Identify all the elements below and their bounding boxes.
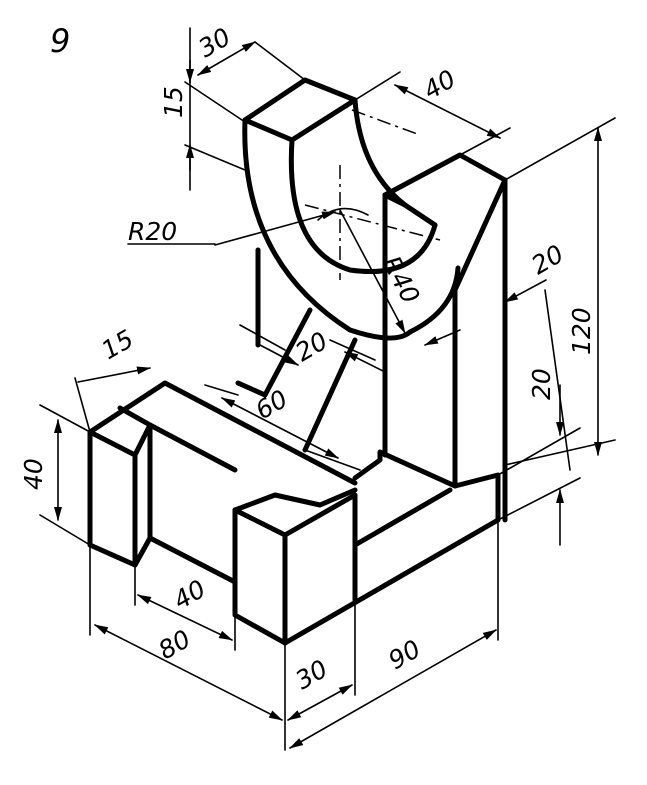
part-outline xyxy=(87,77,508,646)
dim-80: 80 xyxy=(154,624,196,665)
dim-30-bottom: 30 xyxy=(291,654,333,695)
figure-number: 9 xyxy=(50,22,70,60)
dim-40-bottom: 40 xyxy=(169,574,211,615)
dim-15-top: 15 xyxy=(159,86,188,118)
dim-40-left: 40 xyxy=(19,458,48,490)
dimension-lines xyxy=(54,41,602,749)
dim-90: 90 xyxy=(384,634,426,675)
dim-40-top: 40 xyxy=(419,64,461,105)
dimension-labels: 9 30 15 40 R20 R40 20 120 20 20 60 15 40… xyxy=(19,22,596,695)
dim-20-right: 20 xyxy=(527,239,569,280)
dim-20-inner: 20 xyxy=(527,368,556,400)
dim-120: 120 xyxy=(567,307,596,355)
radius-20-label: R20 xyxy=(128,217,177,246)
dim-15-left: 15 xyxy=(97,324,139,365)
extension-lines xyxy=(39,27,616,751)
